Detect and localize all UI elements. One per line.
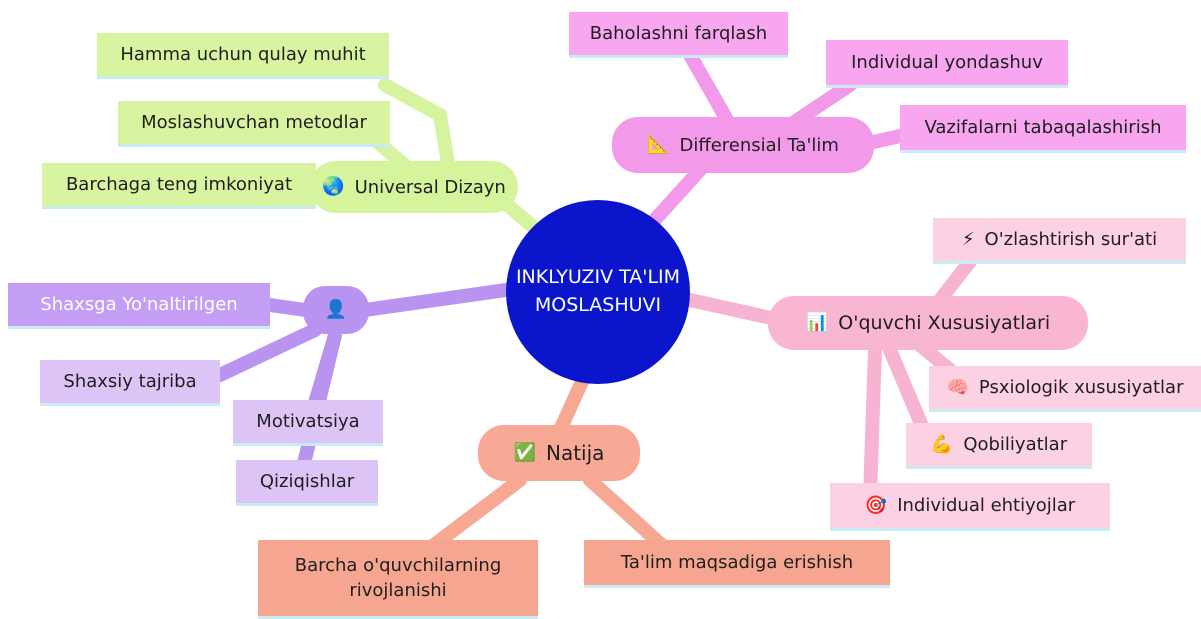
connector-natija-item2 xyxy=(583,473,672,555)
shaxsga-label: Shaxsga Yo'naltirilgen xyxy=(40,294,238,315)
central-topic-line2: MOSLASHUVI xyxy=(534,294,662,316)
leaf-label: Ta'lim maqsadiga erishish xyxy=(620,552,854,573)
branch-label: Universal Dizayn xyxy=(354,176,506,198)
leaf-label: Shaxsiy tajriba xyxy=(63,371,197,392)
leaf-label: Vazifalarni tabaqalashirish xyxy=(924,117,1162,138)
branch-natija: ✅ Natija xyxy=(478,425,640,481)
leaf-label: Moslashuvchan metodlar xyxy=(141,112,367,133)
leaf-label: Psxiologik xususiyatlar xyxy=(978,377,1184,398)
branch-oquvchi-xususiyatlari: 📊 O'quvchi Xususiyatlari xyxy=(768,296,1088,350)
connector-natija-item1 xyxy=(423,473,527,555)
check-mark-icon: ✅ xyxy=(513,442,536,463)
leaf-universal-2: Moslashuvchan metodlar xyxy=(118,101,390,147)
leaf-label: Motivatsiya xyxy=(256,411,360,432)
connector-center-natija xyxy=(553,368,592,437)
branch-label: Differensial Ta'lim xyxy=(679,134,839,156)
leaf-oquvchi-2: 🧠 Psxiologik xususiyatlar xyxy=(929,366,1201,412)
leaf-label: Qiziqishlar xyxy=(259,471,355,492)
leaf-universal-3: Barchaga teng imkoniyat xyxy=(42,163,316,209)
leaf-universal-1: Hamma uchun qulay muhit xyxy=(97,33,389,79)
leaf-label: Baholashni farqlash xyxy=(589,23,768,44)
branch-shaxsga-icon-node: 👤 xyxy=(303,286,369,334)
leaf-label: O'zlashtirish sur'ati xyxy=(984,229,1158,250)
leaf-oquvchi-3: 💪 Qobiliyatlar xyxy=(906,423,1092,469)
connector-shaxsga-item1 xyxy=(213,323,322,382)
leaf-shaxsga-3: Qiziqishlar xyxy=(236,460,378,506)
leaf-label: Qobiliyatlar xyxy=(963,434,1068,455)
leaf-shaxsga-root: Shaxsga Yo'naltirilgen xyxy=(8,283,270,329)
lightning-icon: ⚡ xyxy=(961,228,975,250)
connector-shaxsga-root xyxy=(263,298,312,317)
connector-center-differensial xyxy=(643,163,707,232)
brain-icon: 🧠 xyxy=(946,376,969,398)
leaf-differensial-1: Baholashni farqlash xyxy=(569,12,788,58)
leaf-differensial-2: Individual yondashuv xyxy=(826,40,1068,88)
bar-chart-icon: 📊 xyxy=(805,312,829,333)
central-topic: INKLYUZIV TA'LIM MOSLASHUVI xyxy=(506,200,690,384)
connector-differensial-item1 xyxy=(683,48,737,132)
flexed-arm-icon: 💪 xyxy=(930,433,954,455)
leaf-label: Individual ehtiyojlar xyxy=(897,495,1076,516)
person-icon: 👤 xyxy=(324,299,348,320)
leaf-shaxsga-1: Shaxsiy tajriba xyxy=(40,360,220,406)
leaf-label-line2: rivojlanishi xyxy=(349,580,447,601)
leaf-shaxsga-2: Motivatsiya xyxy=(233,400,383,446)
branch-label: Natija xyxy=(545,441,605,465)
leaf-oquvchi-4: 🎯 Individual ehtiyojlar xyxy=(830,483,1110,531)
connector-center-shaxsga xyxy=(358,281,527,317)
central-topic-line1: INKLYUZIV TA'LIM xyxy=(515,266,681,289)
target-icon: 🎯 xyxy=(864,494,888,516)
leaf-oquvchi-1: ⚡ O'zlashtirish sur'ati xyxy=(933,218,1186,264)
globe-icon: 🌏 xyxy=(322,176,345,197)
connector-universal-item1 xyxy=(378,78,457,182)
branch-universal-dizayn: 🌏 Universal Dizayn xyxy=(310,161,518,213)
leaf-label: Hamma uchun qulay muhit xyxy=(120,44,366,65)
branch-label: O'quvchi Xususiyatlari xyxy=(838,312,1051,334)
branch-differensial-talim: 📐 Differensial Ta'lim xyxy=(612,117,874,173)
leaf-natija-2: Ta'lim maqsadiga erishish xyxy=(584,540,890,588)
leaf-differensial-3: Vazifalarni tabaqalashirish xyxy=(900,105,1186,153)
connector-oquvchi-item4 xyxy=(863,343,882,502)
leaf-natija-1: Barcha o'quvchilarning rivojlanishi xyxy=(258,540,538,619)
leaf-label: Barchaga teng imkoniyat xyxy=(65,174,293,195)
connector-center-oquvchi xyxy=(683,293,787,327)
leaf-label: Individual yondashuv xyxy=(851,52,1043,73)
leaf-label-line1: Barcha o'quvchilarning xyxy=(294,554,502,576)
triangle-ruler-icon: 📐 xyxy=(647,134,670,155)
